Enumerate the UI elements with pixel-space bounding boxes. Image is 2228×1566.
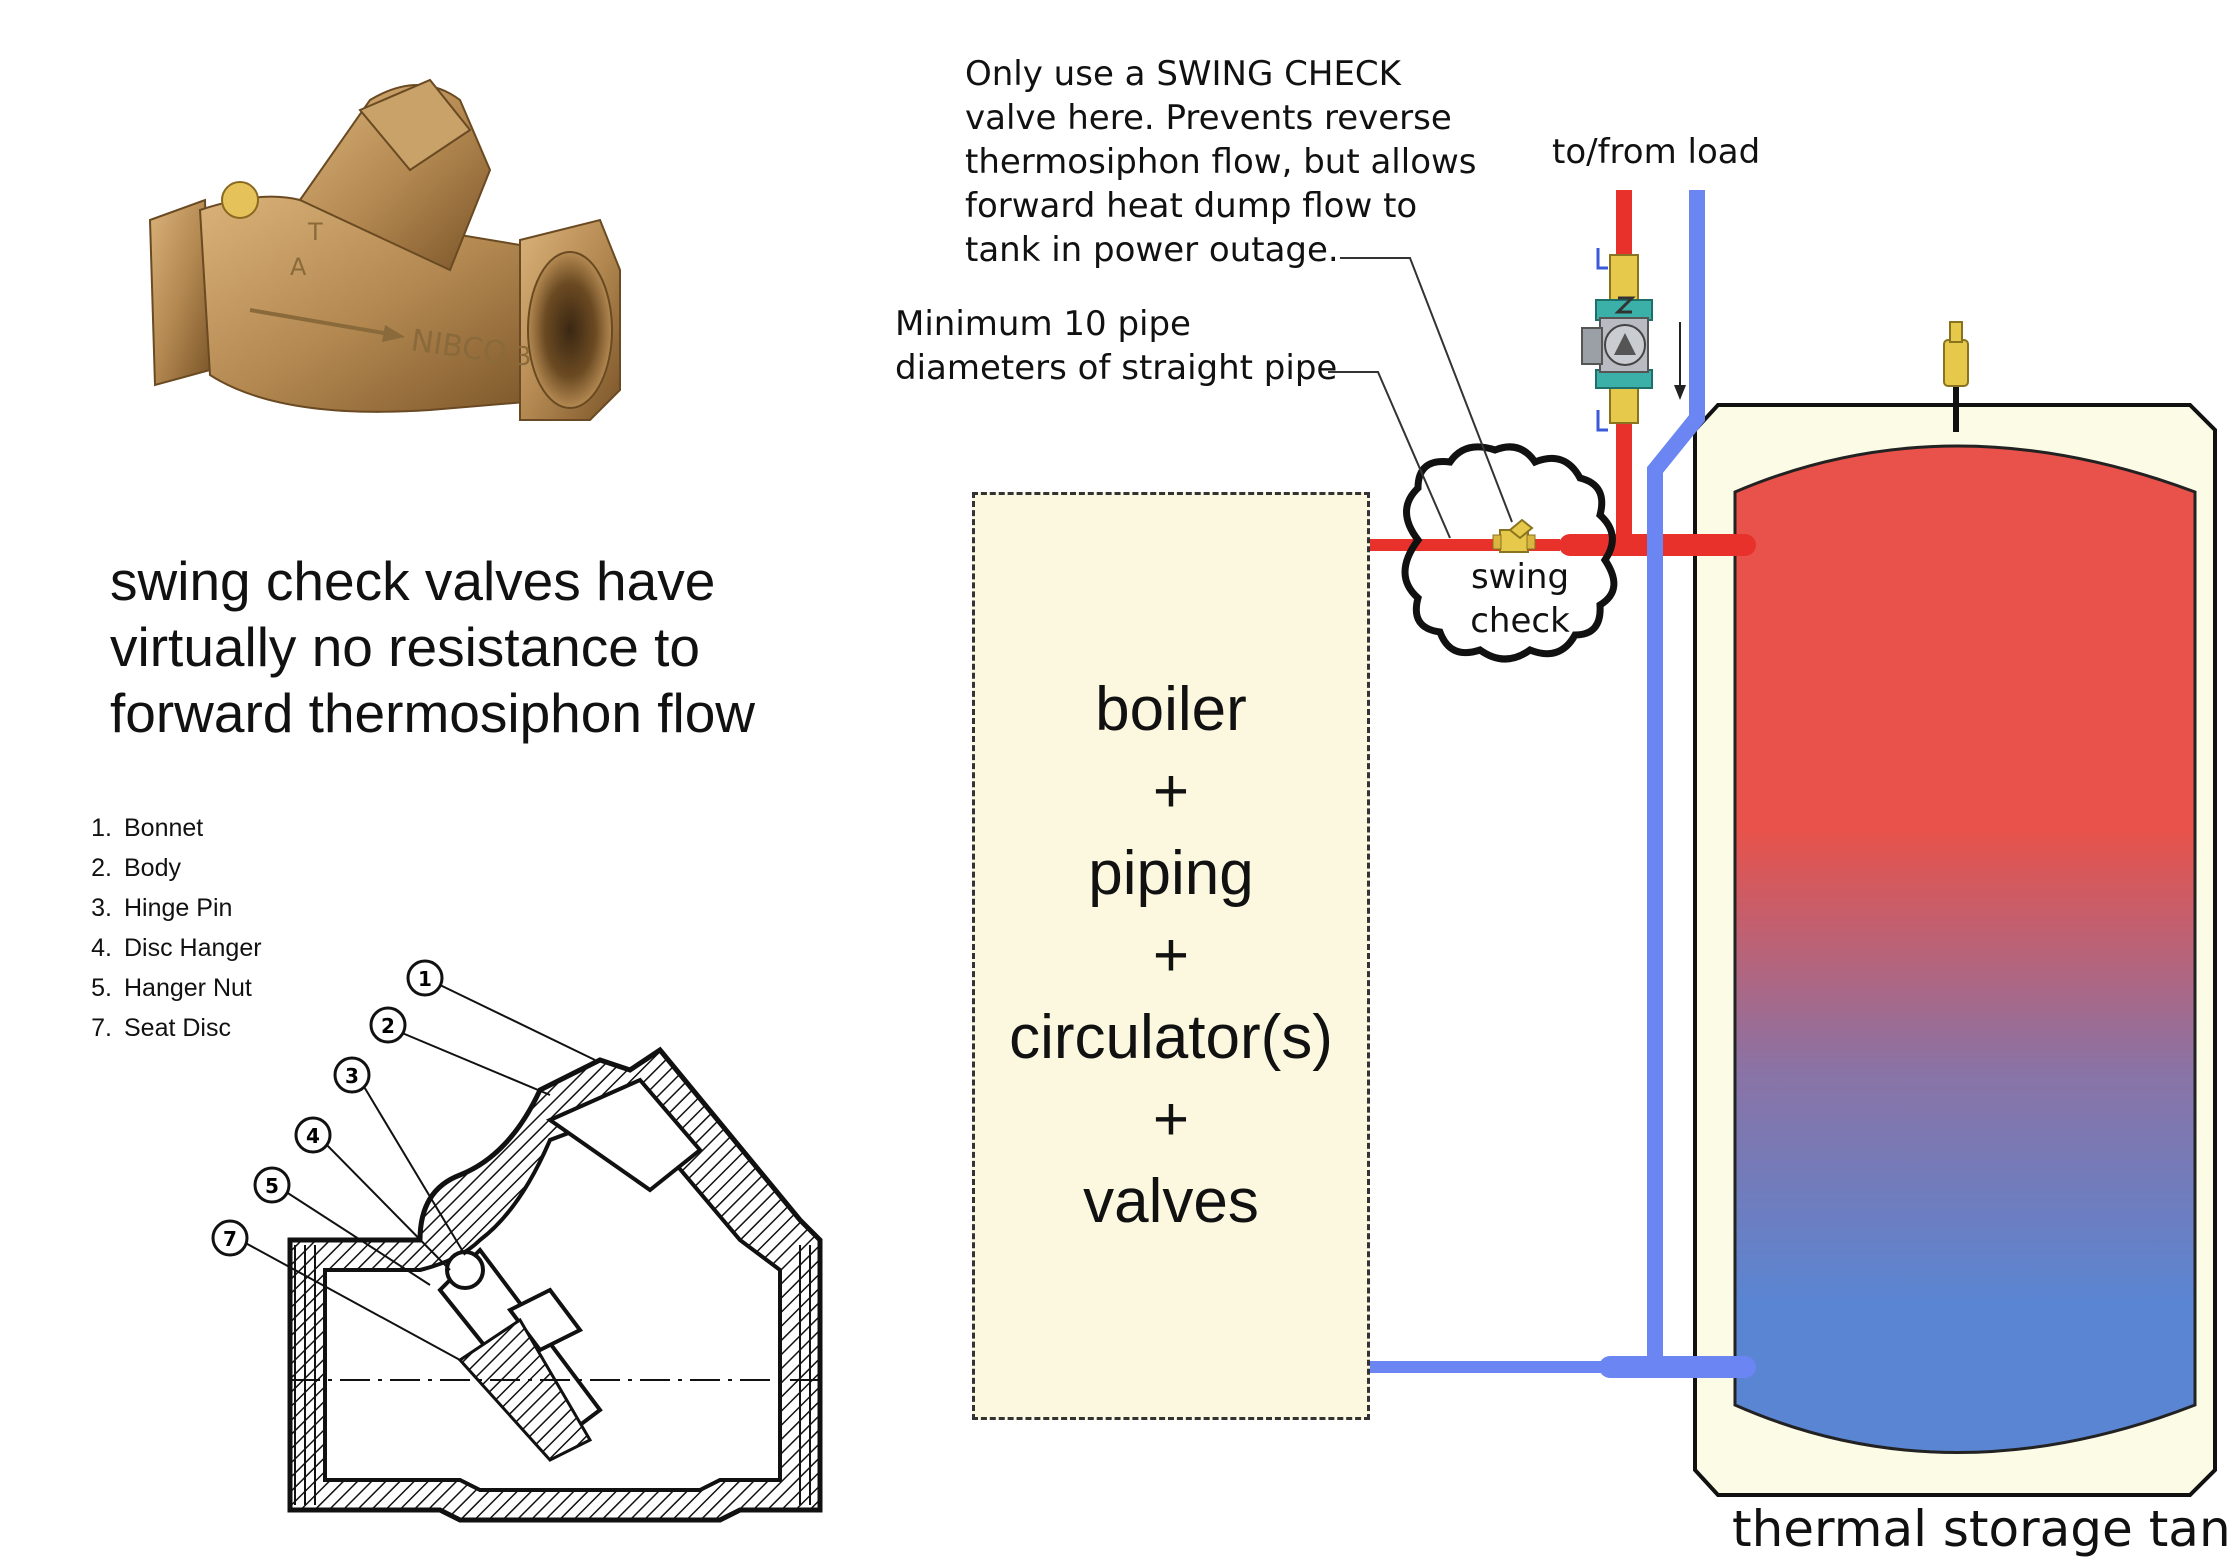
valve-mark-3: 3	[515, 342, 532, 372]
note-line: Only use a SWING CHECK	[965, 54, 1401, 94]
svg-text:5: 5	[265, 1174, 279, 1198]
valve-mark-2: A	[290, 253, 307, 281]
load-label: to/from load	[1552, 132, 1761, 172]
svg-text:7: 7	[223, 1227, 237, 1251]
circulator-pump-icon	[1581, 248, 1653, 432]
callout-7: 7	[211, 1219, 249, 1257]
swing-check-valve-icon	[1492, 518, 1536, 553]
callout-5: 5	[253, 1166, 291, 1204]
callout-3: 3	[333, 1056, 371, 1094]
note-line: Minimum 10 pipe	[895, 304, 1191, 344]
svg-text:2: 2	[381, 1014, 395, 1038]
valve-photo: NIBCO T A 3	[148, 78, 621, 421]
svg-text:3: 3	[345, 1064, 359, 1088]
boiler-box-line: +	[1152, 757, 1190, 826]
leader-lines	[1328, 257, 1513, 539]
callout-4: 4	[294, 1116, 332, 1154]
swing-check-label-line: check	[1470, 601, 1570, 641]
parts-list-item: 1.Bonnet	[91, 814, 204, 842]
caption-line: virtually no resistance to	[110, 616, 700, 678]
svg-text:1: 1	[418, 967, 432, 991]
parts-list: 1.Bonnet 2.Body 3.Hinge Pin 4.Disc Hange…	[72, 808, 262, 1048]
parts-list-item: 3.Hinge Pin	[91, 894, 233, 922]
straight-pipe-note: Minimum 10 pipe diameters of straight pi…	[895, 302, 1337, 390]
parts-list-item: 7.Seat Disc	[91, 1014, 231, 1042]
boiler-box-line: +	[1152, 1085, 1190, 1154]
note-line: forward heat dump flow to	[965, 186, 1418, 226]
svg-text:4: 4	[306, 1124, 320, 1148]
caption: swing check valves have virtually no res…	[110, 548, 810, 746]
caption-line: swing check valves have	[110, 550, 716, 612]
parts-list-item: 4.Disc Hanger	[91, 934, 262, 962]
parts-list-item: 2.Body	[91, 854, 181, 882]
note-line: valve here. Prevents reverse	[965, 98, 1452, 138]
caption-line: forward thermosiphon flow	[110, 682, 756, 744]
swing-check-label-line: swing	[1470, 557, 1570, 597]
flow-arrow-icon	[1674, 322, 1686, 400]
valve-mark-1: T	[307, 218, 323, 246]
swing-check-note: Only use a SWING CHECK valve here. Preve…	[965, 52, 1477, 272]
boiler-box-line: piping	[1088, 839, 1254, 908]
boiler-box: boiler + piping + circulator(s) + valves	[972, 492, 1370, 1420]
callout-2: 2	[369, 1006, 407, 1044]
cold-pipe	[1370, 190, 1756, 1378]
boiler-box-line: circulator(s)	[1009, 1003, 1333, 1072]
tank-label: thermal storage tank	[1732, 1500, 2228, 1558]
swing-check-cloud	[1401, 443, 1618, 663]
note-line: tank in power outage.	[965, 230, 1339, 270]
swing-check-label: swing check	[1440, 555, 1600, 643]
boiler-box-line: boiler	[1095, 675, 1247, 744]
boiler-box-line: +	[1152, 921, 1190, 990]
air-vent-icon	[1943, 321, 1969, 432]
parts-list-item: 5.Hanger Nut	[91, 974, 252, 1002]
tank-vessel	[1733, 444, 2197, 1454]
callout-1: 1	[406, 959, 444, 997]
valve-cutaway-drawing: 1 2 3 4 5 7	[211, 959, 823, 1523]
boiler-box-line: valves	[1083, 1167, 1259, 1236]
note-line: thermosiphon flow, but allows	[965, 142, 1477, 182]
note-line: diameters of straight pipe	[895, 348, 1338, 388]
